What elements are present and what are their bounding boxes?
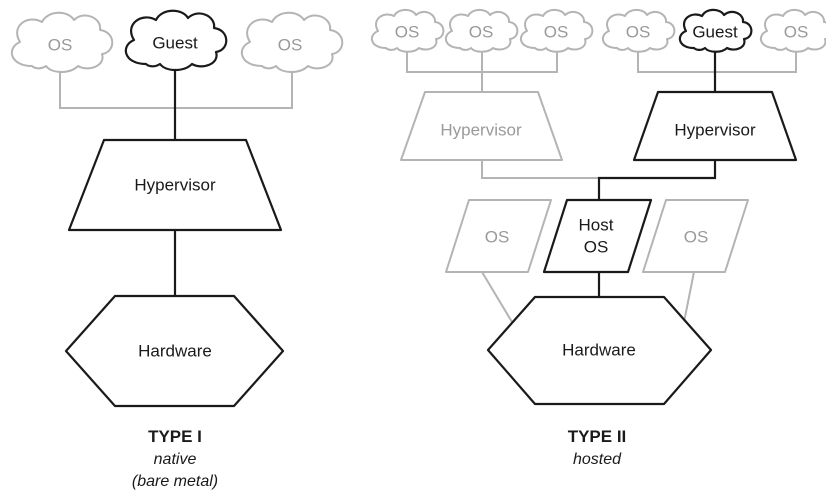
type1-cloud-guest: Guest: [124, 9, 228, 72]
type2-left-hypervisor-connector: [481, 160, 715, 179]
type2-host-os-label-line2: OS: [584, 237, 609, 256]
type2-right-hypervisor: [632, 90, 798, 162]
type2-left-hypervisor-label: Hypervisor: [440, 120, 522, 139]
type2-left-cloud-3: OS: [519, 8, 594, 53]
type1-cloud-os-right-label: OS: [278, 35, 303, 54]
type2-right-cloud-guest-label: Guest: [692, 22, 738, 41]
type2-right-cloud-3: OS: [759, 8, 826, 53]
type2-left-cloud-1-label: OS: [395, 22, 420, 41]
type2-os-right: [642, 199, 749, 273]
type2-caption-line1: hosted: [573, 451, 622, 468]
type1-hypervisor: [67, 138, 283, 232]
type1-cloud-os-right: OS: [240, 11, 344, 73]
type1-diagram: OS Guest OS Hypervisor Hardware TYPE I n…: [10, 9, 344, 490]
type2-hardware: [486, 295, 713, 406]
type2-os-right-label: OS: [684, 227, 709, 246]
type2-caption-title: TYPE II: [568, 427, 627, 446]
type2-hardware-label: Hardware: [562, 340, 636, 359]
type2-left-cloud-1: OS: [370, 8, 445, 53]
type1-hardware-label: Hardware: [138, 341, 212, 360]
type2-host-os-label-line1: Host: [579, 215, 614, 234]
type2-right-hypervisor-connector: [597, 160, 717, 200]
type2-left-cloud-2: OS: [444, 8, 519, 53]
type1-caption-title: TYPE I: [148, 427, 202, 446]
type2-os-left-hardware-connector: [481, 271, 513, 323]
type1-hardware: [64, 294, 285, 408]
type2-right-cloud-1: OS: [601, 8, 676, 53]
type2-left-cloud-3-label: OS: [544, 22, 569, 41]
type2-left-hypervisor: [400, 91, 563, 161]
type2-left-cloud-2-label: OS: [469, 22, 494, 41]
type1-hypervisor-label: Hypervisor: [134, 175, 216, 194]
type2-os-right-hardware-connector: [683, 271, 695, 323]
type2-os-left-label: OS: [485, 227, 510, 246]
type2-right-cloud-guest: Guest: [678, 8, 753, 53]
type2-os-left: [445, 199, 552, 273]
type2-right-hypervisor-label: Hypervisor: [674, 120, 756, 139]
type1-caption-line1: native: [154, 451, 197, 468]
type1-caption-line2: (bare metal): [132, 473, 218, 490]
type2-right-cloud-1-label: OS: [626, 22, 651, 41]
type2-host-os: [542, 198, 653, 274]
type2-right-cloud-3-label: OS: [784, 22, 809, 41]
type2-diagram: OS OS OS OS Guest OS Hypervisor Hypervis…: [370, 8, 826, 468]
type1-cloud-os-left: OS: [10, 11, 114, 73]
type1-cloud-os-left-label: OS: [48, 35, 73, 54]
type1-cloud-guest-label: Guest: [152, 33, 198, 52]
type2-right-os-connector: [637, 50, 797, 73]
